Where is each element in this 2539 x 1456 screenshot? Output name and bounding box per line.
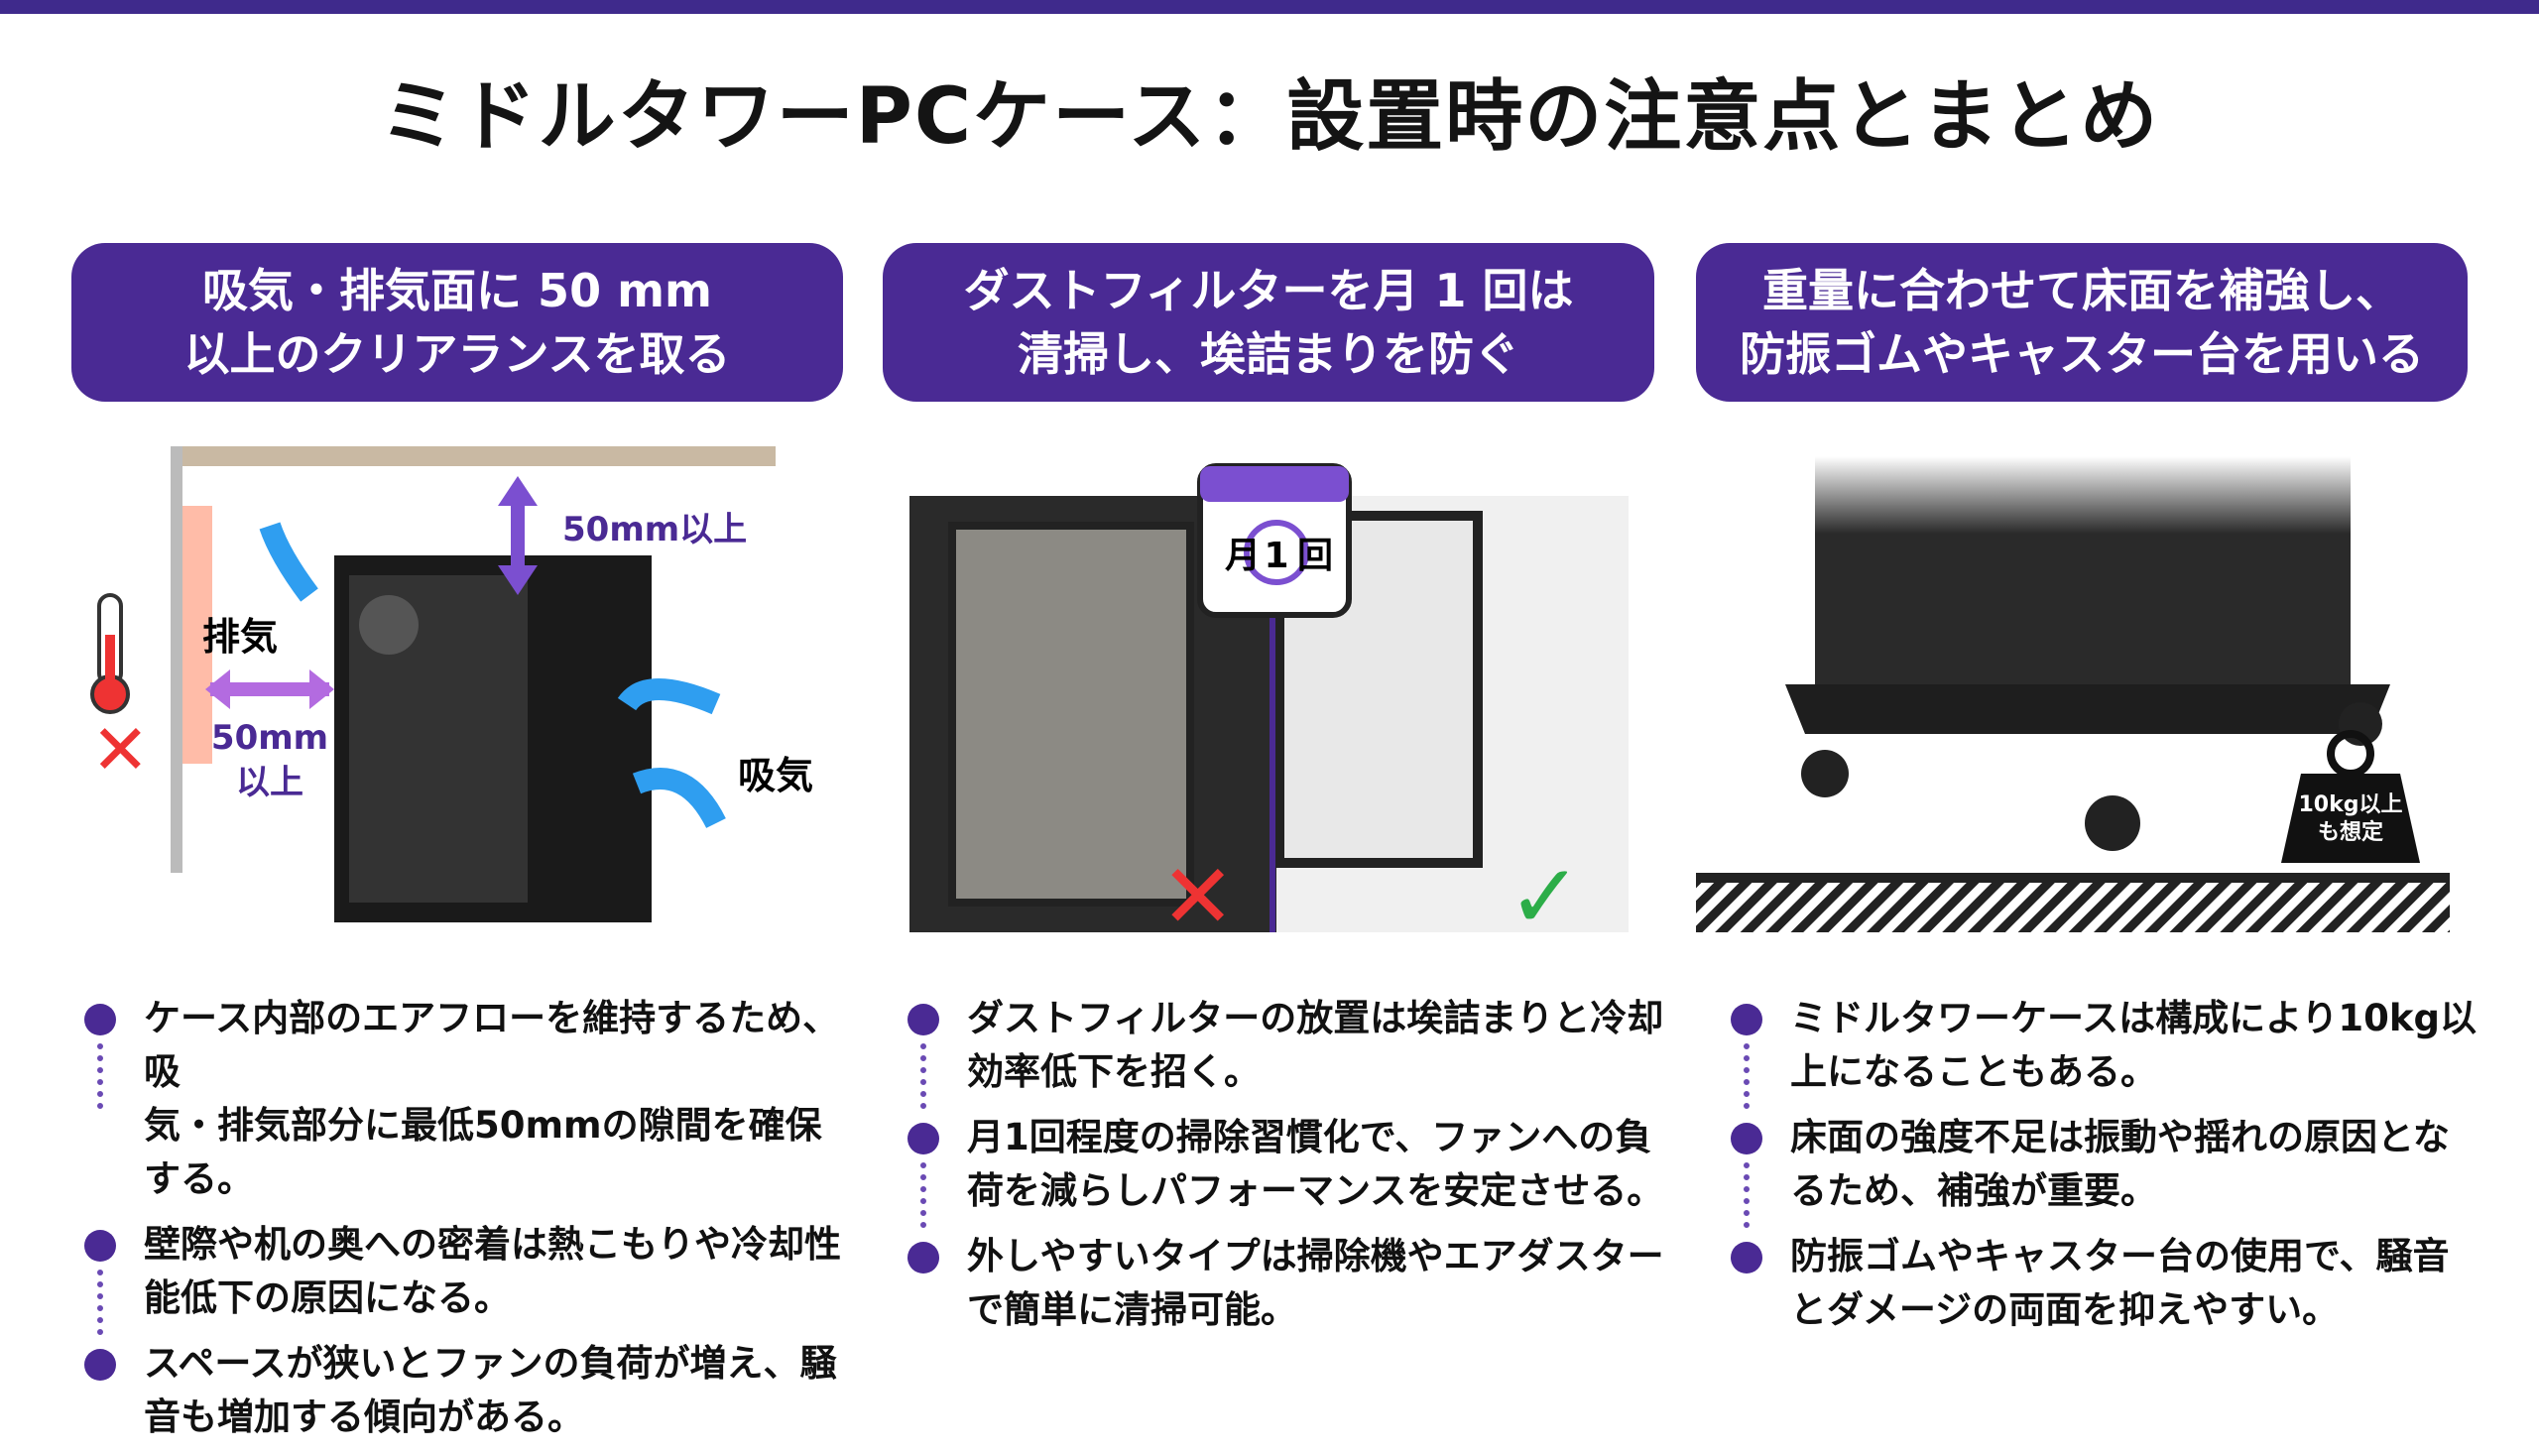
bullet-line: 荷を減らしパフォーマンスを安定させる。 bbox=[967, 1169, 1664, 1212]
bullet-item: ミドルタワーケースは構成により10kg以上になることもある。 bbox=[1731, 992, 2504, 1109]
bullet-dot bbox=[1731, 1004, 1762, 1035]
bullet-line: ダストフィルターの放置は埃詰まりと冷却 bbox=[967, 997, 1664, 1039]
top-accent-bar bbox=[0, 0, 2539, 14]
weight-label: も想定 bbox=[2318, 819, 2383, 845]
calendar-count: 1 bbox=[1264, 536, 1288, 576]
dust-filter-illustration: 月 1 回 ✕ ✓ bbox=[909, 463, 1629, 942]
bullet-dot bbox=[907, 1123, 939, 1154]
header-line: 以上のクリアランスを取る bbox=[183, 327, 731, 381]
header-line: 吸気・排気面に 50 mm bbox=[202, 264, 712, 317]
header-line: ダストフィルターを月 1 回は bbox=[963, 264, 1574, 317]
bullet-dot bbox=[84, 1230, 116, 1262]
calendar-icon: 月 1 回 bbox=[1197, 463, 1352, 618]
calendar-month: 月 bbox=[1225, 536, 1261, 576]
clearance-illustration: ✕ 50mm以上 排気 50mm 以上 吸気 bbox=[90, 446, 813, 922]
bullet-item: 月1回程度の掃除習慣化で、ファンへの負荷を減らしパフォーマンスを安定させる。 bbox=[907, 1111, 1681, 1228]
bullet-line: で簡単に清掃可能。 bbox=[967, 1288, 1297, 1331]
page-title: ミドルタワーPCケース：設置時の注意点とまとめ bbox=[379, 72, 2160, 162]
intake-label: 吸気 bbox=[738, 754, 813, 797]
header-line: 防振ゴムやキャスター台を用いる bbox=[1740, 327, 2424, 381]
caster-stand-illustration: 10kg以上 も想定 bbox=[1696, 456, 2450, 932]
connector bbox=[97, 1270, 109, 1335]
bullet-line: ケース内部のエアフローを維持するため、吸 bbox=[144, 997, 840, 1093]
bullet-line: 音も増加する傾向がある。 bbox=[144, 1395, 584, 1438]
bullet-dot bbox=[84, 1004, 116, 1035]
bullet-line: 外しやすいタイプは掃除機やエアダスター bbox=[967, 1235, 1664, 1277]
column-clearance: 吸気・排気面に 50 mm 以上のクリアランスを取る ✕ 50mm以上 排気 5… bbox=[71, 243, 843, 922]
bullet-line: 能低下の原因になる。 bbox=[144, 1276, 511, 1319]
bullet-list-clearance: ケース内部のエアフローを維持するため、吸気・排気部分に最低50mmの隙間を確保す… bbox=[84, 992, 858, 1456]
side-clearance-label: 50mm bbox=[211, 718, 328, 758]
bullet-item: 床面の強度不足は振動や揺れの原因となるため、補強が重要。 bbox=[1731, 1111, 2504, 1228]
bullet-item: ケース内部のエアフローを維持するため、吸気・排気部分に最低50mmの隙間を確保す… bbox=[84, 992, 858, 1206]
bullet-item: 防振ゴムやキャスター台の使用で、騒音とダメージの両面を抑えやすい。 bbox=[1731, 1230, 2504, 1337]
bullet-list-floor: ミドルタワーケースは構成により10kg以上になることもある。 床面の強度不足は振… bbox=[1731, 992, 2504, 1349]
bullet-line: 上になることもある。 bbox=[1790, 1050, 2157, 1093]
bullet-line: 気・排気部分に最低50mmの隙間を確保する。 bbox=[144, 1104, 822, 1200]
header-line: 重量に合わせて床面を補強し、 bbox=[1762, 264, 2401, 317]
header-line: 清掃し、埃詰まりを防ぐ bbox=[1018, 327, 1519, 381]
bullet-item: スペースが狭いとファンの負荷が増え、騒音も増加する傾向がある。 bbox=[84, 1337, 858, 1444]
column-floor-reinforcement: 重量に合わせて床面を補強し、 防振ゴムやキャスター台を用いる 10kg以上 も想… bbox=[1696, 243, 2468, 932]
weight-label: 10kg以上 bbox=[2299, 792, 2403, 817]
bullet-line: ミドルタワーケースは構成により10kg以 bbox=[1790, 997, 2477, 1039]
bullet-dot bbox=[907, 1242, 939, 1274]
bullet-line: 床面の強度不足は振動や揺れの原因とな bbox=[1790, 1116, 2450, 1158]
bullet-item: ダストフィルターの放置は埃詰まりと冷却効率低下を招く。 bbox=[907, 992, 1681, 1109]
bullet-line: るため、補強が重要。 bbox=[1790, 1169, 2157, 1212]
bullet-dot bbox=[84, 1349, 116, 1381]
exhaust-label: 排気 bbox=[202, 615, 278, 659]
bullet-dot bbox=[1731, 1242, 1762, 1274]
check-mark-icon: ✓ bbox=[1508, 845, 1582, 942]
bullet-line: とダメージの両面を抑えやすい。 bbox=[1790, 1288, 2340, 1331]
x-mark-icon: ✕ bbox=[91, 709, 150, 790]
connector bbox=[1744, 1043, 1755, 1109]
column-dust-filter: ダストフィルターを月 1 回は 清掃し、埃詰まりを防ぐ 月 1 回 ✕ ✓ bbox=[883, 243, 1654, 942]
thermometer-icon bbox=[90, 593, 130, 714]
column-header: 重量に合わせて床面を補強し、 防振ゴムやキャスター台を用いる bbox=[1696, 243, 2468, 402]
column-header: 吸気・排気面に 50 mm 以上のクリアランスを取る bbox=[71, 243, 843, 402]
bullet-line: 月1回程度の掃除習慣化で、ファンへの負 bbox=[967, 1116, 1652, 1158]
weight-icon: 10kg以上 も想定 bbox=[2281, 730, 2420, 863]
bullet-line: スペースが狭いとファンの負荷が増え、騒 bbox=[144, 1342, 837, 1385]
side-clearance-label: 以上 bbox=[236, 763, 303, 802]
connector bbox=[920, 1043, 932, 1109]
bullet-line: 防振ゴムやキャスター台の使用で、騒音 bbox=[1790, 1235, 2450, 1277]
connector bbox=[920, 1162, 932, 1228]
bullet-line: 壁際や机の奥への密着は熱こもりや冷却性 bbox=[144, 1223, 841, 1266]
column-header: ダストフィルターを月 1 回は 清掃し、埃詰まりを防ぐ bbox=[883, 243, 1654, 402]
bullet-item: 外しやすいタイプは掃除機やエアダスターで簡単に清掃可能。 bbox=[907, 1230, 1681, 1337]
bullet-dot bbox=[907, 1004, 939, 1035]
connector bbox=[97, 1043, 109, 1109]
x-mark-icon: ✕ bbox=[1160, 845, 1235, 942]
bullet-dot bbox=[1731, 1123, 1762, 1154]
bullet-line: 効率低下を招く。 bbox=[967, 1050, 1261, 1093]
connector bbox=[1744, 1162, 1755, 1228]
bullet-list-dust-filter: ダストフィルターの放置は埃詰まりと冷却効率低下を招く。 月1回程度の掃除習慣化で… bbox=[907, 992, 1681, 1349]
bullet-item: 壁際や机の奥への密着は熱こもりや冷却性能低下の原因になる。 bbox=[84, 1218, 858, 1335]
top-clearance-label: 50mm以上 bbox=[562, 510, 747, 549]
calendar-unit: 回 bbox=[1297, 536, 1333, 576]
